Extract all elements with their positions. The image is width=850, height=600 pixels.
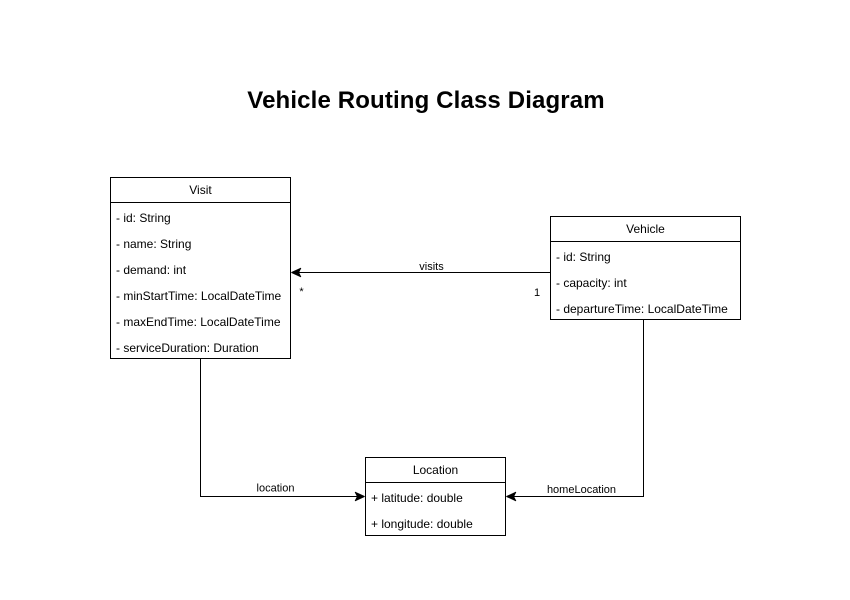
svg-text:location: location [257, 483, 295, 495]
svg-text:1: 1 [534, 287, 540, 299]
svg-text:homeLocation: homeLocation [547, 484, 616, 496]
svg-text:visits: visits [419, 261, 444, 273]
svg-text:*: * [299, 286, 304, 298]
